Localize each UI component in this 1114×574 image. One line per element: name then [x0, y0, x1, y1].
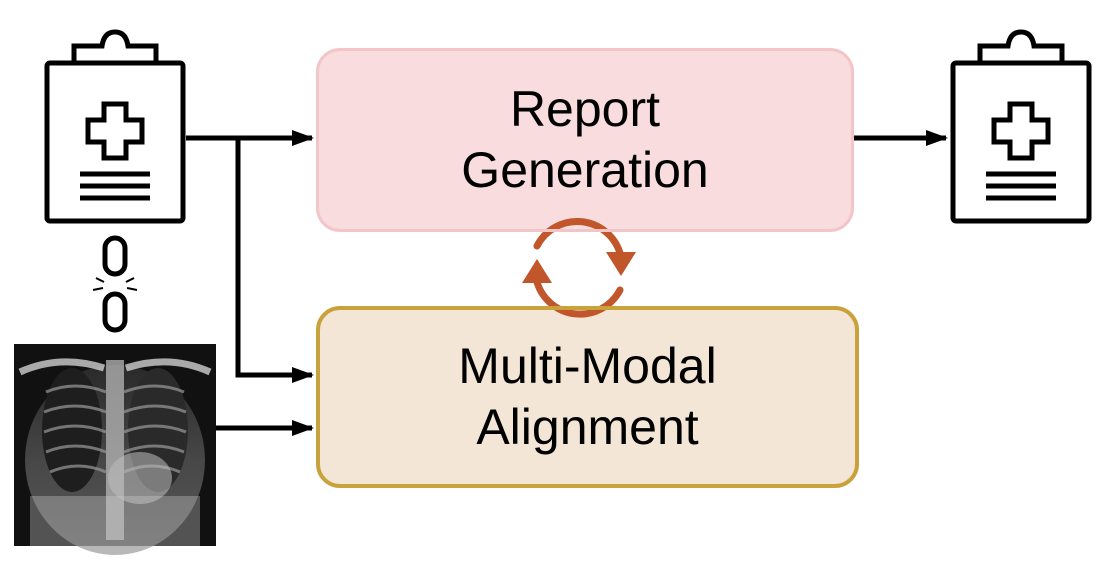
cycle-arrows-icon — [533, 218, 624, 318]
cycle-arrowheads — [522, 252, 636, 283]
chest-xray-image — [14, 344, 216, 555]
output-report-icon — [950, 29, 1092, 224]
arrow-network — [186, 130, 948, 436]
input-report-icon — [44, 29, 186, 224]
multimodal-alignment-line1: Multi-Modal — [458, 338, 717, 394]
multimodal-alignment-line2: Alignment — [476, 399, 699, 455]
report-to-alignment-arrow — [235, 138, 314, 383]
report-generation-fill — [317, 49, 853, 231]
alignment-fill — [318, 308, 857, 486]
report-generation-box: Report Generation — [316, 48, 854, 232]
broken-link-icon — [92, 235, 138, 333]
multimodal-alignment-box: Multi-Modal Alignment — [316, 306, 859, 488]
report-generation-line2: Generation — [461, 142, 709, 198]
report-generation-line1: Report — [509, 81, 661, 137]
